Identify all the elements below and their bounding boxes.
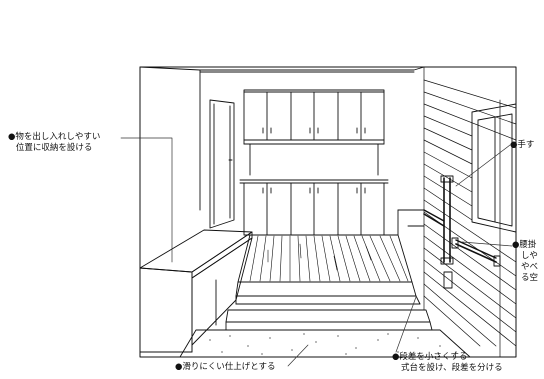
entrance-steps	[225, 281, 433, 331]
annotation-handrail-line-1: ●手す	[510, 140, 535, 150]
right-wall	[423, 66, 517, 358]
open-shelf	[239, 143, 389, 184]
annotation-floor-line-1: ●滑りにくい仕上げとする	[175, 362, 276, 372]
leader-handrail	[455, 144, 511, 187]
lower-cabinets	[243, 182, 385, 236]
upper-cabinets	[243, 89, 385, 145]
leader-lines	[120, 137, 513, 367]
annotation-storage-line-1: ●物を出し入れしやすい	[8, 132, 101, 142]
back-wall	[139, 66, 425, 211]
annotation-step-line-2: 式台を設け、段差を分ける	[401, 363, 503, 373]
annotation-bench-line-2: しや	[521, 251, 538, 261]
annotation-storage-line-2: 位置に収納を設ける	[15, 143, 93, 153]
annotation-bench-line-1: ●腰掛	[512, 240, 537, 250]
handrail	[423, 175, 501, 289]
leader-bench	[461, 241, 513, 247]
plank-floor	[237, 234, 413, 283]
annotation-step: ●段差を小さくする 式台を設け、段差を分ける	[392, 352, 503, 374]
annotation-bench-line-3: やべ	[521, 262, 539, 272]
doma-floor	[179, 329, 471, 358]
annotation-handrail: ●手す	[510, 140, 534, 151]
annotation-storage: ●物を出し入れしやすい 位置に収納を設ける	[8, 132, 100, 154]
leader-storage	[120, 137, 173, 263]
annotation-bench-line-4: る空	[521, 273, 539, 283]
window	[471, 103, 517, 233]
leader-step	[395, 296, 417, 353]
bench	[139, 229, 253, 353]
annotation-floor: ●滑りにくい仕上げとする	[175, 362, 276, 373]
annotation-step-line-1: ●段差を小さくする	[392, 352, 468, 362]
left-door	[209, 99, 235, 229]
annotation-bench: ●腰掛 しや やべ る空	[512, 240, 538, 284]
leader-floor	[287, 344, 309, 367]
corridor	[397, 209, 425, 236]
